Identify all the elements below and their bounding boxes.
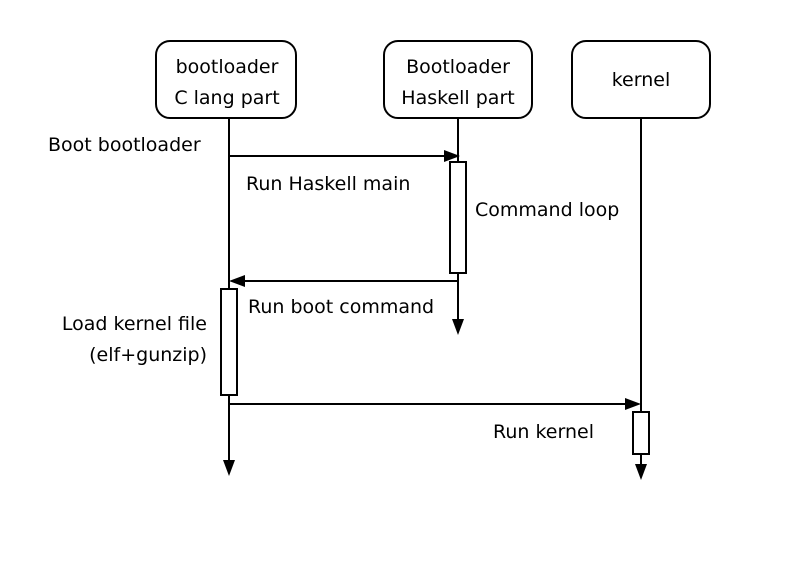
participant-haskell-label-line2: Haskell part [401, 87, 514, 109]
message-arrowhead-run-boot-command [229, 275, 245, 287]
activation-haskell [449, 161, 467, 274]
label-load-kernel-line2: (elf+gunzip) [89, 344, 207, 366]
message-arrowhead-run-haskell-main [444, 150, 460, 162]
label-command-loop: Command loop [475, 199, 619, 221]
participant-c-label-line1: bootloader [176, 56, 279, 78]
label-run-haskell-main: Run Haskell main [246, 173, 410, 195]
participant-c-label-line2: C lang part [174, 87, 279, 109]
label-run-boot-command: Run boot command [248, 296, 434, 318]
lifeline-haskell-end-arrow [452, 319, 464, 335]
label-boot-bootloader: Boot bootloader [48, 134, 201, 156]
participant-haskell-label-line1: Bootloader [406, 56, 510, 78]
label-run-kernel: Run kernel [493, 421, 594, 443]
label-load-kernel-line1: Load kernel file [62, 313, 207, 335]
lifeline-kernel-end-arrow [635, 464, 647, 480]
participant-kernel-label: kernel [612, 69, 671, 91]
activation-kernel [632, 411, 650, 455]
activation-c [220, 288, 238, 396]
lifeline-c-end-arrow [223, 460, 235, 476]
participant-c-box [155, 40, 297, 119]
message-arrowhead-run-kernel [625, 398, 641, 410]
